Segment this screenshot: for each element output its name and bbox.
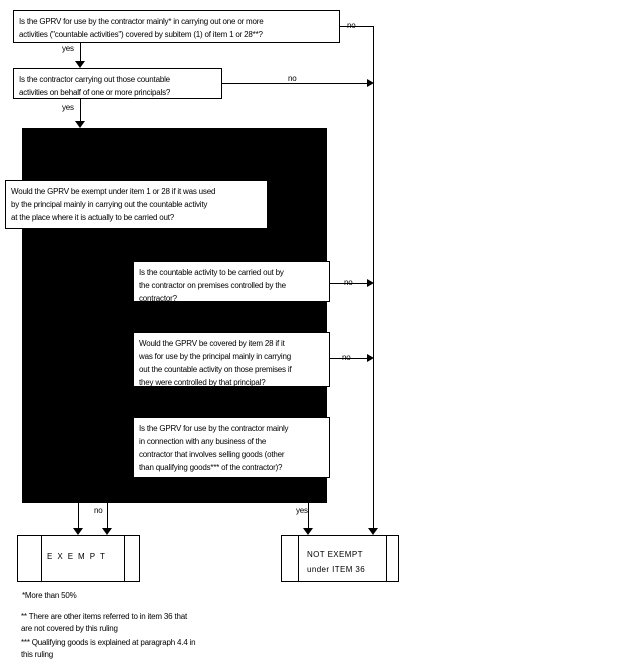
footnote-other-items-line-2: are not covered by this ruling <box>21 624 118 633</box>
q1-line-1: Is the GPRV for use by the contractor ma… <box>19 17 264 26</box>
q5-line-1: Would the GPRV be covered by item 28 if … <box>139 339 285 348</box>
q5-line-2: was for use by the principal mainly in c… <box>139 352 292 361</box>
connector-q1-no <box>340 26 374 27</box>
q1-line-2: activities ("countable activities") cove… <box>19 30 263 39</box>
edge-label-q1-yes: yes <box>62 44 74 53</box>
connector-q2-no <box>221 83 367 84</box>
q3-line-1: Would the GPRV be exempt under item 1 or… <box>11 187 216 196</box>
edge-label-q2-no: no <box>288 74 297 83</box>
outcome-box-exempt: EXEMPT <box>17 535 140 582</box>
arrowhead-q5-no-to-trunk <box>367 354 374 362</box>
q2-line-2: activities on behalf of one or more prin… <box>19 88 171 97</box>
q6-line-3: contractor that involves selling goods (… <box>139 450 285 459</box>
outcome-box-not-exempt: NOT EXEMPT under ITEM 36 <box>281 535 399 582</box>
decision-box-q3: Would the GPRV be exempt under item 1 or… <box>5 180 268 229</box>
arrowhead-exempt-2 <box>102 528 112 535</box>
not-exempt-label-line-1: NOT EXEMPT <box>307 550 363 559</box>
decision-box-q2: Is the contractor carrying out those cou… <box>13 68 222 99</box>
decision-box-q4: Is the countable activity to be carried … <box>133 261 330 303</box>
edge-label-exempt-no: no <box>94 506 103 515</box>
exempt-inner-line-right <box>124 536 125 581</box>
arrowhead-exempt-1 <box>73 528 83 535</box>
connector-q5-no <box>330 358 367 359</box>
q4-line-2: the contractor on premises controlled by… <box>139 281 286 290</box>
exempt-inner-line-left <box>41 536 42 581</box>
q4-line-1: Is the countable activity to be carried … <box>139 268 284 277</box>
edge-label-q1-no: no <box>347 21 356 30</box>
q3-line-3: at the place where it is actually to be … <box>11 213 175 222</box>
arrowhead-q2-to-region <box>75 121 85 128</box>
footnote-qualifying-goods: *** Qualifying goods is explained at par… <box>21 637 196 661</box>
decision-box-q1: Is the GPRV for use by the contractor ma… <box>13 10 340 43</box>
decision-box-q6: Is the GPRV for use by the contractor ma… <box>133 417 330 478</box>
arrowhead-q2-no-to-trunk <box>367 79 374 87</box>
decision-box-q5: Would the GPRV be covered by item 28 if … <box>133 332 330 387</box>
connector-region-to-exempt-2 <box>107 503 108 528</box>
edge-label-q4-no: no <box>344 278 353 287</box>
edge-label-q2-yes: yes <box>62 103 74 112</box>
footnote-qualifying-goods-line-1: *** Qualifying goods is explained at par… <box>21 638 196 647</box>
arrowhead-trunk-to-not-exempt <box>368 528 378 535</box>
arrowhead-not-exempt-yes <box>303 528 313 535</box>
not-exempt-inner-line-left <box>298 536 299 581</box>
footnote-more-than-50: *More than 50% <box>22 591 77 600</box>
footnote-qualifying-goods-line-2: this ruling <box>21 650 54 659</box>
q3-line-2: by the principal mainly in carrying out … <box>11 200 208 209</box>
q6-line-4: than qualifying goods*** of the contract… <box>139 463 283 472</box>
q6-line-1: Is the GPRV for use by the contractor ma… <box>139 424 289 433</box>
not-exempt-inner-line-right <box>386 536 387 581</box>
connector-region-to-exempt-1 <box>78 503 79 528</box>
connector-no-trunk <box>373 26 374 528</box>
not-exempt-label-line-2: under ITEM 36 <box>307 565 366 574</box>
footnote-other-items-line-1: ** There are other items referred to in … <box>21 612 187 621</box>
connector-q1-yes <box>80 43 81 61</box>
arrowhead-q1-to-q2 <box>75 61 85 68</box>
footnote-other-items: ** There are other items referred to in … <box>21 611 187 635</box>
q6-line-2: in connection with any business of the <box>139 437 267 446</box>
q4-line-3: contractor? <box>139 294 177 303</box>
edge-label-not-exempt-yes: yes <box>296 506 308 515</box>
arrowhead-q4-no-to-trunk <box>367 279 374 287</box>
q5-line-3: out the countable activity on those prem… <box>139 365 292 374</box>
connector-q4-no <box>330 283 367 284</box>
q2-line-1: Is the contractor carrying out those cou… <box>19 75 170 84</box>
exempt-label: EXEMPT <box>47 552 110 561</box>
edge-label-q5-no: no <box>342 353 351 362</box>
connector-q2-yes <box>80 99 81 121</box>
connector-region-to-not-exempt <box>308 503 309 528</box>
q5-line-4: they were controlled by that principal? <box>139 378 266 387</box>
